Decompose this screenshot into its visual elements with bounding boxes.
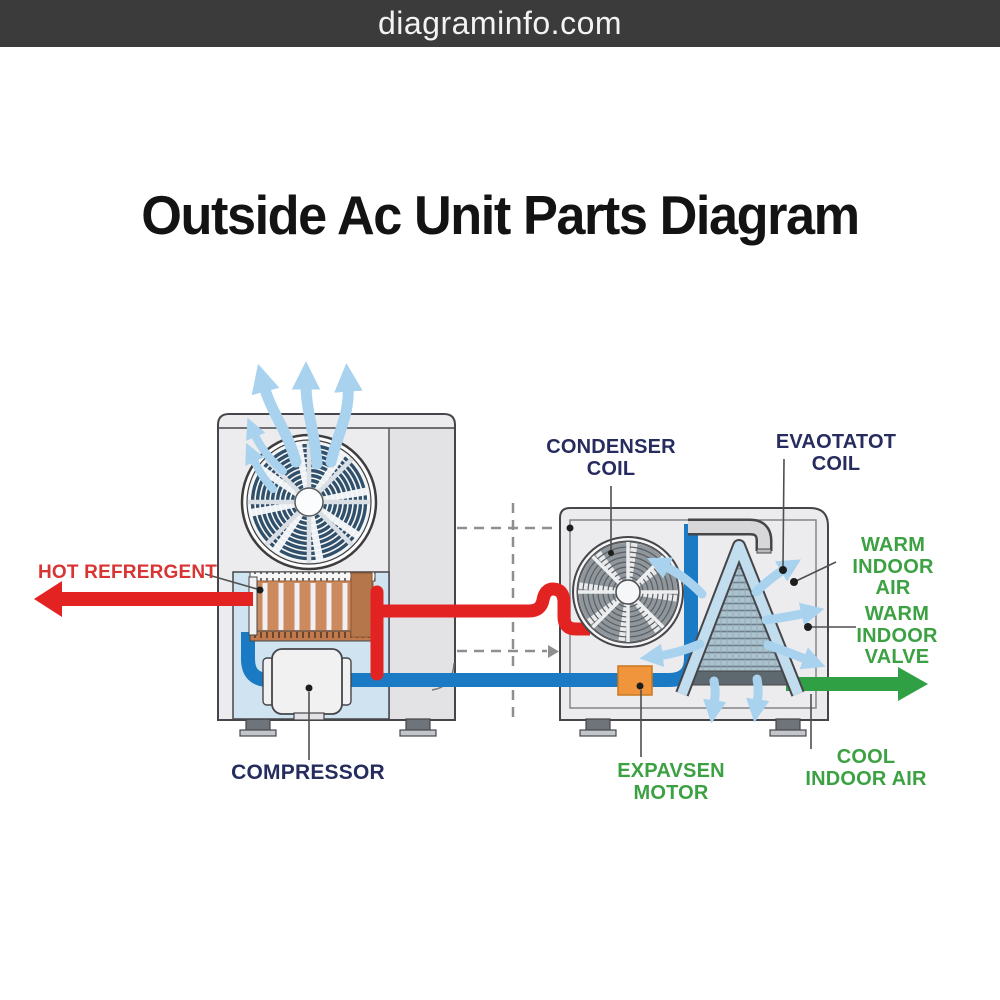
- label-warm-indoor-valve: WARM INDOOR VALVE: [856, 603, 938, 669]
- airflow-arrows-indoor: [639, 557, 826, 724]
- label-hot-refrigerant: HOT REFRERGENT: [38, 562, 218, 583]
- drain-pipe-elbow: [688, 518, 773, 554]
- outdoor-fan: [240, 433, 378, 571]
- compressor-block: [262, 648, 352, 721]
- label-evaporator-coil: EVAOTATOT COIL: [775, 431, 897, 475]
- label-compressor: COMPRESSOR: [231, 761, 385, 784]
- leader-lines: [204, 458, 856, 760]
- expansion-valve-box: [617, 665, 653, 696]
- outdoor-unit-feet: [239, 718, 437, 737]
- condenser-coil-block: [248, 571, 376, 642]
- site-banner-text: diagraminfo.com: [377, 5, 623, 41]
- page-title: Outside Ac Unit Parts Diagram: [141, 184, 860, 246]
- indoor-fan: [572, 536, 684, 648]
- leader-dots: [256, 524, 812, 692]
- outdoor-unit-side-face: [389, 428, 454, 719]
- airflow-arrows-up: [245, 361, 363, 493]
- label-warm-indoor-air: WARM INDOOR AIR: [852, 534, 934, 600]
- site-banner: diagraminfo.com: [0, 0, 1000, 47]
- label-expansion-motor: EXPAVSEN MOTOR: [617, 760, 725, 804]
- indoor-fan-hub: [615, 579, 641, 605]
- indoor-unit-feet: [579, 718, 807, 737]
- hot-refrigerant-pipe: [34, 581, 590, 681]
- supply-air-pipe: [786, 667, 928, 701]
- outdoor-fan-hub: [294, 487, 324, 517]
- label-condenser-coil: CONDENSER COIL: [546, 436, 676, 480]
- dashed-line-arrowhead: [548, 645, 559, 658]
- label-cool-indoor-air: COOL INDOOR AIR: [805, 746, 927, 790]
